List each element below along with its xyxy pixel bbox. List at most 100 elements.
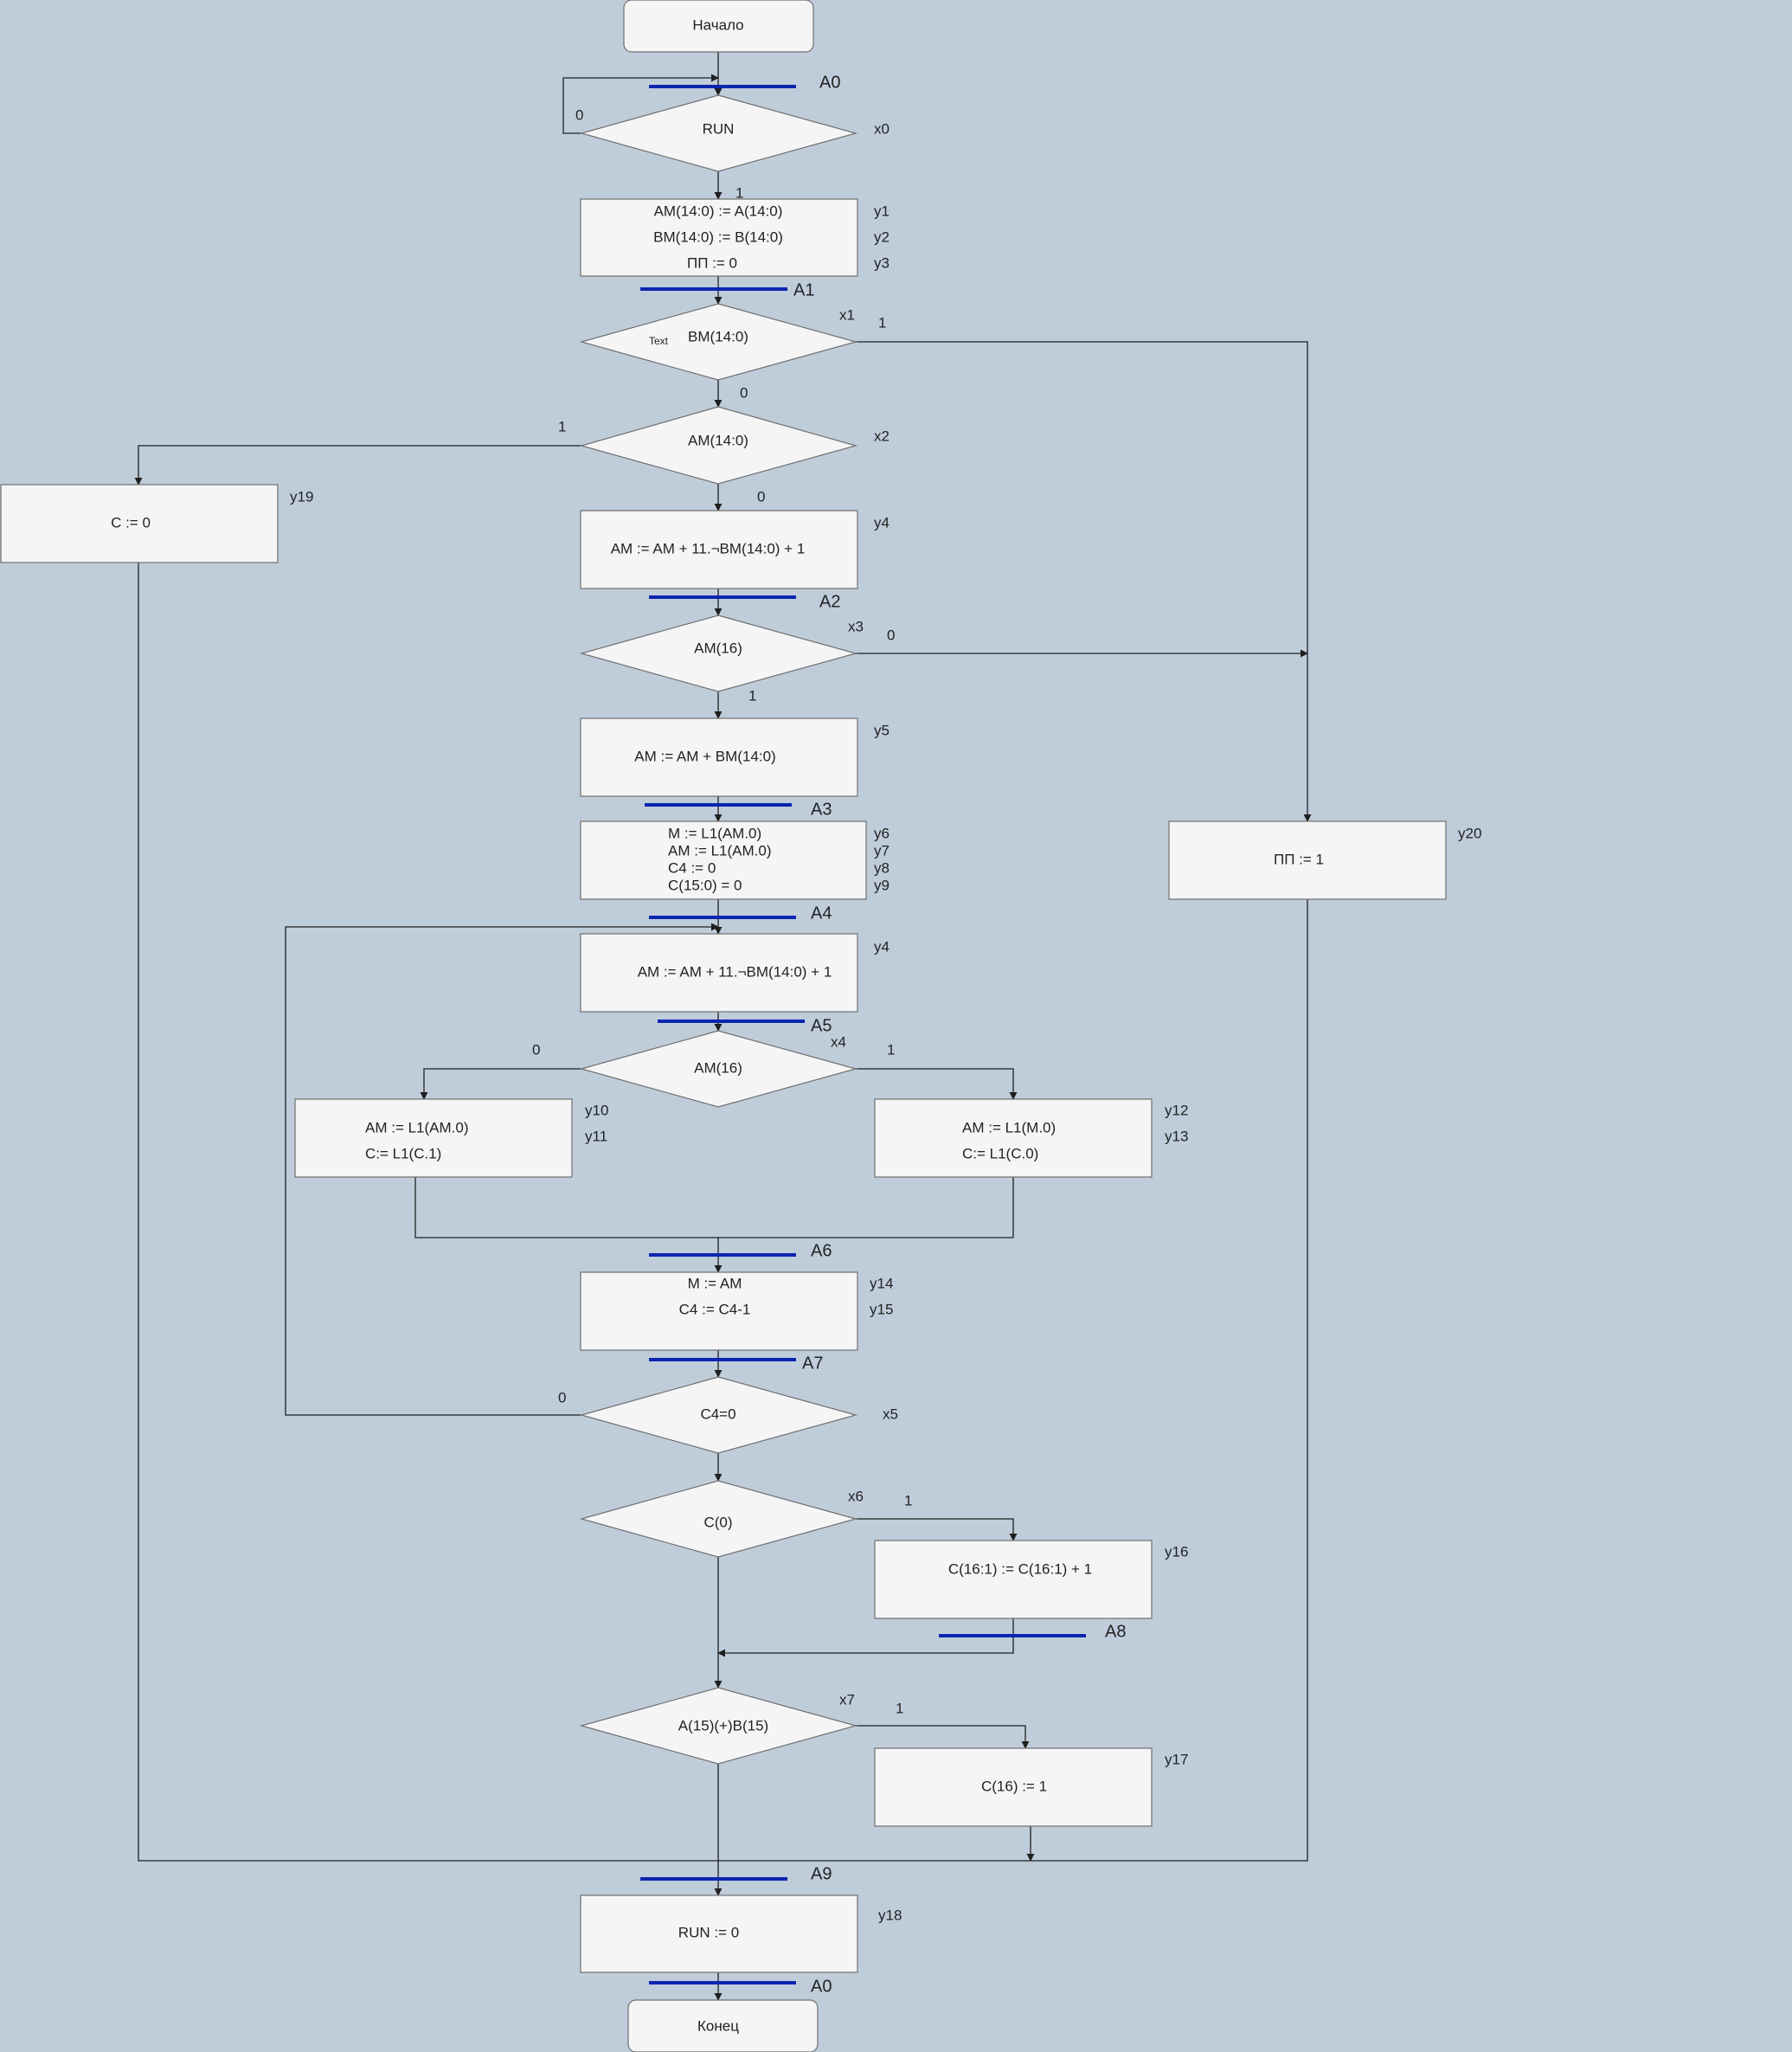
connector-xor-c16 [856,1725,1030,1749]
block-c-zero: C := 0 [0,484,279,563]
state-label-a6: A6 [811,1241,832,1260]
branch-x4-no: 0 [532,1041,540,1058]
op-right-1: AM := L1(M.0) [962,1119,1056,1135]
branch-labels: 0 1 1 0 1 0 0 1 0 1 0 1 1 [532,106,912,1716]
block-left: AM := L1(AM.0) C:= L1(C.1) [294,1098,573,1178]
signal-y2: y2 [874,228,890,245]
branch-x2-yes: 1 [558,418,566,434]
decision-bm-note: Text [649,335,669,347]
signal-y9: y9 [874,877,890,893]
branch-x1-no: 0 [740,384,748,401]
block-init: AM(14:0) := A(14:0) BM(14:0) := B(14:0) … [580,198,858,277]
decision-run-label: RUN [703,120,735,137]
connector-right-join [718,1177,1014,1238]
decision-am16-b-label: AM(16) [694,1059,742,1076]
connector-am16-right [856,1068,1018,1100]
branch-x3-no: 0 [887,627,895,643]
start-terminal: Начало [623,0,814,53]
op-setup-1: M := L1(AM.0) [668,825,761,841]
end-terminal: Конец [627,1999,819,2052]
decision-c0-label: C(0) [703,1514,732,1530]
signal-y6: y6 [874,825,890,841]
block-setup: M := L1(AM.0) AM := L1(AM.0) C4 := 0 C(1… [580,820,867,900]
branch-x0-no: 0 [575,106,583,123]
op-init-1: AM(14:0) := A(14:0) [654,203,783,219]
state-label-a4: A4 [811,904,832,923]
block-add: AM := AM + BM(14:0) [580,717,858,797]
block-pp-one: ПП := 1 [1168,820,1447,900]
decision-c4: C4=0 [579,1376,858,1454]
state-label-a8: A8 [1105,1622,1126,1641]
cond-id-x4: x4 [831,1033,846,1050]
branch-x1-yes: 1 [878,314,886,331]
signal-y18: y18 [878,1907,902,1923]
signal-y15: y15 [870,1301,893,1317]
op-c-zero: C := 0 [111,514,151,531]
op-m-1: M := AM [688,1275,742,1291]
cond-id-x3: x3 [848,618,864,634]
signal-y4: y4 [874,514,890,531]
op-c16: C(16) := 1 [981,1778,1047,1794]
branch-x4-yes: 1 [887,1041,895,1058]
op-sub-1: AM := AM + 11.¬BM(14:0) + 1 [611,540,806,556]
connector-czero-merge [138,563,718,1862]
decision-run: RUN [579,94,858,172]
connector-run-loop [562,74,719,134]
connector-left-join [414,1177,718,1238]
cond-id-x1: x1 [839,306,855,323]
connector-inc-merge [717,1618,1014,1657]
block-m: M := AM C4 := C4-1 [580,1271,858,1351]
block-sub-1: AM := AM + 11.¬BM(14:0) + 1 [580,510,858,589]
cond-id-x7: x7 [839,1691,855,1708]
signal-y13: y13 [1165,1128,1188,1144]
signal-y19: y19 [290,488,313,505]
decision-xor: A(15)(+)B(15) [579,1687,858,1765]
state-label-a5: A5 [811,1016,832,1035]
op-sub-2: AM := AM + 11.¬BM(14:0) + 1 [638,963,832,980]
signal-y4b: y4 [874,938,890,955]
condition-ids: x0 x1 x2 x3 x4 x5 x6 x7 [831,120,898,1708]
signal-y17: y17 [1165,1751,1188,1767]
branch-x3-yes: 1 [748,687,756,704]
block-sub-2: AM := AM + 11.¬BM(14:0) + 1 [580,933,858,1013]
connector-bm-pp [856,341,1312,822]
block-run-off: RUN := 0 [580,1894,858,1973]
connector-c0-inc [856,1518,1018,1541]
op-init-2: BM(14:0) := B(14:0) [653,228,783,245]
op-setup-2: AM := L1(AM.0) [668,842,772,859]
state-labels: A0 A1 A2 A3 A4 A5 A6 A7 A8 A9 A0 [793,73,1126,1996]
signal-y14: y14 [870,1275,893,1291]
branch-x0-yes: 1 [735,184,743,201]
op-pp-one: ПП := 1 [1274,851,1324,867]
state-label-a7: A7 [802,1354,823,1373]
connector-am-czero [134,445,581,486]
op-left-2: C:= L1(C.1) [365,1145,441,1161]
signal-y8: y8 [874,859,890,876]
op-setup-4: C(15:0) = 0 [668,877,742,893]
decision-c4-label: C4=0 [700,1406,735,1422]
block-right: AM := L1(M.0) C:= L1(C.0) [874,1098,1153,1178]
cond-id-x0: x0 [874,120,890,137]
connector-c4-loop [285,923,719,1416]
decision-am16-b: AM(16) [579,1030,858,1108]
branch-x5-no: 0 [558,1389,566,1406]
signal-y7: y7 [874,842,890,859]
decision-am-label: AM(14:0) [688,432,748,448]
signals: y1 y2 y3 y19 y4 y5 y6 y7 y8 y9 y20 y4 y1… [290,203,1481,1923]
signal-y10: y10 [585,1102,608,1118]
op-left-1: AM := L1(AM.0) [365,1119,469,1135]
decision-am16-a-label: AM(16) [694,640,742,656]
state-markers [640,85,1086,1984]
signal-y12: y12 [1165,1102,1188,1118]
cond-id-x6: x6 [848,1488,864,1504]
connector-am16-left [420,1068,581,1100]
cond-id-x2: x2 [874,428,890,444]
op-setup-3: C4 := 0 [668,859,716,876]
op-m-2: C4 := C4-1 [679,1301,751,1317]
op-c-inc: C(16:1) := C(16:1) + 1 [948,1560,1092,1577]
signal-y11: y11 [585,1128,607,1144]
op-init-3: ПП := 0 [687,254,737,271]
start-label: Начало [692,16,743,33]
op-run-off: RUN := 0 [678,1924,739,1940]
